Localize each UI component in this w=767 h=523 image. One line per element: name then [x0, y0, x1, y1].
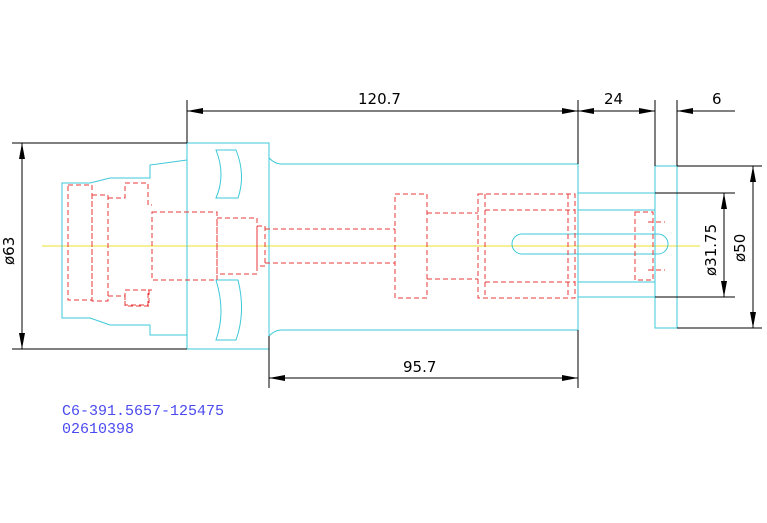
part-number: C6-391.5657-125475 — [62, 403, 224, 420]
dim-overall-length: 120.7 — [358, 90, 401, 108]
dim-flange-width: 24 — [604, 90, 623, 108]
dim-pilot-diameter: ø31.75 — [702, 224, 720, 276]
dimension-lines — [12, 100, 762, 388]
dim-shank-diameter: ø63 — [0, 237, 18, 265]
part-code: 02610398 — [62, 421, 134, 438]
dim-collar-width: 6 — [712, 90, 722, 108]
dim-body-length: 95.7 — [403, 358, 436, 376]
hidden-lines — [67, 182, 665, 307]
dim-collar-diameter: ø50 — [731, 234, 749, 262]
